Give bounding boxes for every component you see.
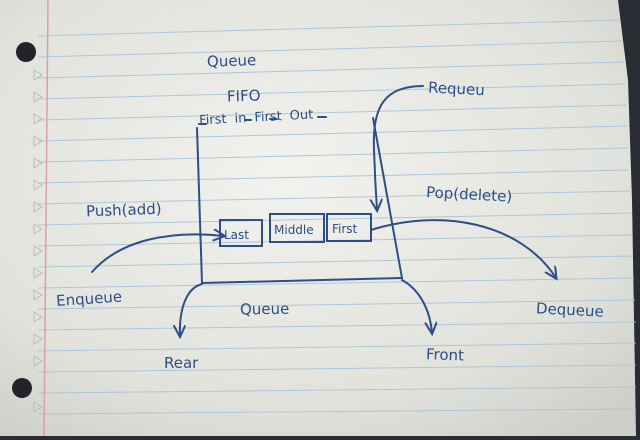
rear-arrow: [180, 283, 203, 336]
item-label-first: First: [332, 222, 358, 236]
label-enqueue: Enqueue: [56, 287, 123, 310]
item-box-first: [326, 213, 372, 242]
requeue-arrow: [374, 85, 424, 210]
label-push-add: Push(add): [86, 200, 162, 221]
label-rear: Rear: [164, 354, 199, 372]
diagram-title: Queue: [207, 51, 257, 71]
label-container-queue: Queue: [240, 300, 290, 319]
enqueue-arrow: [91, 234, 224, 273]
label-dequeue: Dequeue: [536, 299, 605, 321]
label-requeue: Requeu: [428, 78, 486, 99]
queue-container-left: [196, 127, 203, 284]
punch-holes: [12, 42, 36, 398]
item-label-last: Last: [224, 228, 249, 242]
item-box-middle: [269, 213, 325, 243]
acronym-fifo: FIFO: [227, 86, 261, 105]
front-arrow: [401, 279, 432, 333]
ruled-lines: [37, 19, 637, 415]
queue-container-bottom: [201, 277, 403, 284]
margin-triangles: [33, 69, 43, 413]
queue-container-right: [372, 117, 403, 279]
label-pop-delete: Pop(delete): [426, 183, 513, 205]
margin-line: [43, 0, 49, 437]
ink-drawing: [91, 85, 556, 336]
dequeue-arrow: [370, 219, 556, 278]
label-front: Front: [426, 345, 465, 364]
item-label-middle: Middle: [274, 223, 314, 237]
